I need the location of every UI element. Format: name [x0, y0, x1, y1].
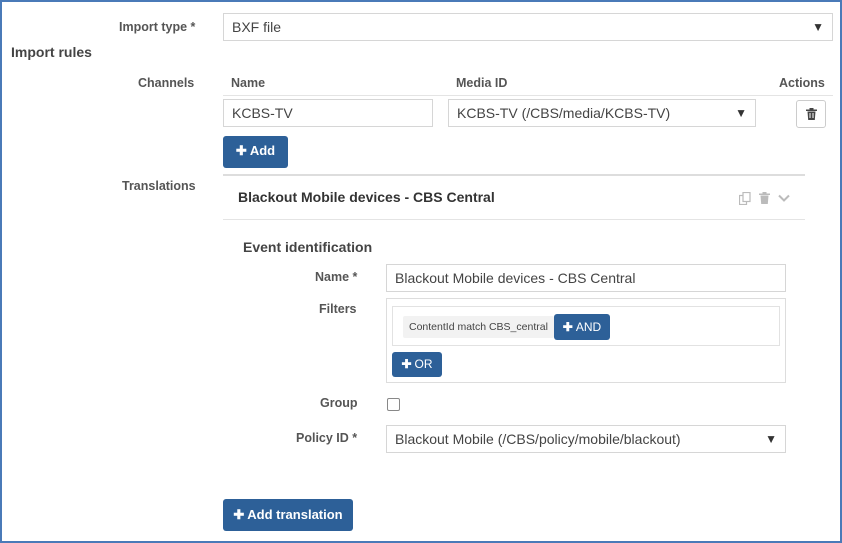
- add-channel-label: Add: [249, 143, 276, 158]
- group-checkbox[interactable]: [387, 398, 400, 411]
- chevron-down-icon[interactable]: [778, 194, 790, 203]
- policy-id-select[interactable]: Blackout Mobile (/CBS/policy/mobile/blac…: [386, 425, 786, 453]
- channel-name-value: KCBS-TV: [232, 105, 293, 121]
- filters-box: [386, 298, 786, 383]
- group-label: Group: [320, 396, 358, 410]
- translations-label: Translations: [122, 179, 196, 193]
- caret-down-icon: ▼: [735, 106, 747, 120]
- channels-label: Channels: [138, 76, 195, 90]
- import-type-value: BXF file: [232, 19, 282, 35]
- import-rules-title: Import rules: [11, 44, 92, 60]
- trash-icon[interactable]: [759, 192, 770, 204]
- add-channel-button[interactable]: ✚Add: [223, 136, 288, 168]
- import-type-select[interactable]: BXF file ▼: [223, 13, 833, 41]
- channel-media-id-select[interactable]: KCBS-TV (/CBS/media/KCBS-TV) ▼: [448, 99, 756, 127]
- translation-panel-header-divider: [223, 219, 805, 220]
- translation-panel-title: Blackout Mobile devices - CBS Central: [238, 189, 495, 205]
- plus-icon: ✚: [562, 320, 573, 334]
- translation-name-label: Name *: [315, 270, 358, 284]
- add-translation-button[interactable]: ✚Add translation: [223, 499, 353, 531]
- delete-channel-button[interactable]: [796, 100, 826, 128]
- trash-icon: [805, 108, 817, 120]
- event-identification-title: Event identification: [243, 239, 373, 255]
- channel-media-id-value: KCBS-TV (/CBS/media/KCBS-TV): [457, 105, 671, 121]
- policy-id-label: Policy ID *: [296, 431, 358, 445]
- channels-header-divider: [223, 95, 833, 96]
- and-label: AND: [575, 320, 602, 334]
- translation-panel-top-border: [223, 174, 805, 176]
- translation-name-input[interactable]: Blackout Mobile devices - CBS Central: [386, 264, 786, 292]
- filter-group-box: [392, 306, 780, 346]
- caret-down-icon: ▼: [765, 432, 777, 446]
- add-translation-label: Add translation: [247, 507, 343, 522]
- import-type-label: Import type *: [119, 20, 196, 34]
- add-or-filter-button[interactable]: ✚OR: [392, 352, 442, 377]
- copy-icon[interactable]: [739, 192, 751, 205]
- caret-down-icon: ▼: [812, 20, 824, 34]
- filters-label: Filters: [319, 302, 357, 316]
- policy-id-value: Blackout Mobile (/CBS/policy/mobile/blac…: [395, 431, 681, 447]
- channels-col-name: Name: [231, 76, 266, 90]
- filter-condition-chip[interactable]: ContentId match CBS_central: [403, 316, 554, 338]
- channels-col-media-id: Media ID: [456, 76, 508, 90]
- channels-col-actions: Actions: [779, 76, 825, 90]
- or-label: OR: [414, 357, 433, 371]
- channel-name-input[interactable]: KCBS-TV: [223, 99, 433, 127]
- plus-icon: ✚: [401, 357, 412, 371]
- plus-icon: ✚: [235, 143, 247, 158]
- plus-icon: ✚: [233, 507, 245, 522]
- add-and-filter-button[interactable]: ✚AND: [554, 314, 610, 340]
- translation-name-value: Blackout Mobile devices - CBS Central: [395, 270, 636, 286]
